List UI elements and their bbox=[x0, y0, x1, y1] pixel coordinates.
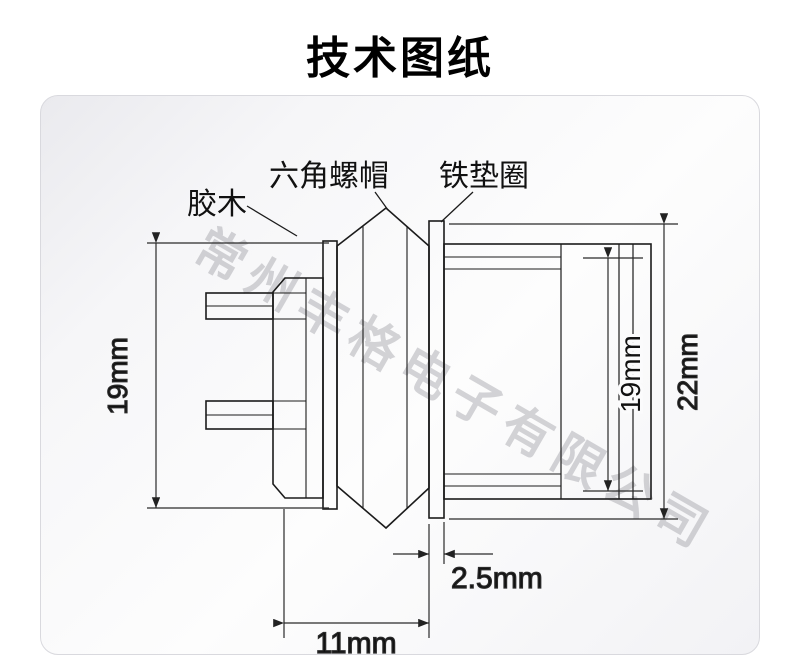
iron-washer-label: 铁垫圈 bbox=[439, 160, 529, 193]
hex-nut-leader-line bbox=[374, 191, 389, 211]
terminal-pin-bottom bbox=[205, 400, 274, 430]
bakelite-label: 胶木 bbox=[187, 188, 247, 221]
terminal-pin-top bbox=[205, 292, 274, 320]
page-title: 技术图纸 bbox=[306, 34, 494, 83]
dim-flange-height-value: 22mm bbox=[672, 333, 703, 411]
drawing-card: 常州丰格电子有限公司 bbox=[40, 95, 760, 655]
bakelite-body bbox=[272, 277, 324, 499]
bakelite-flange bbox=[322, 240, 338, 510]
dim-body-width-value: 11mm bbox=[315, 627, 396, 655]
dim-left-height-value: 19mm bbox=[102, 337, 133, 415]
iron-washer bbox=[428, 220, 445, 519]
hex-nut-label: 六角螺帽 bbox=[269, 160, 389, 193]
dim-left-height bbox=[147, 232, 329, 509]
dim-barrel-height-value: 19mm bbox=[615, 335, 646, 413]
dimensions: 19mm 19mm 22mm bbox=[101, 213, 704, 655]
push-button-technical-drawing: 胶木 六角螺帽 铁垫圈 19mm bbox=[101, 160, 704, 655]
metal-barrel bbox=[443, 243, 652, 500]
component-outline bbox=[205, 206, 652, 530]
dim-flange-height bbox=[449, 213, 678, 520]
dim-washer-thickness bbox=[393, 522, 493, 564]
hex-nut bbox=[336, 206, 430, 530]
dim-washer-thickness-value: 2.5mm bbox=[451, 562, 543, 595]
callouts: 胶木 六角螺帽 铁垫圈 bbox=[187, 160, 529, 237]
bakelite-leader-line bbox=[246, 205, 298, 237]
iron-washer-leader-line bbox=[440, 191, 474, 223]
dim-barrel-height bbox=[583, 247, 643, 492]
dim-body-width bbox=[273, 509, 430, 638]
